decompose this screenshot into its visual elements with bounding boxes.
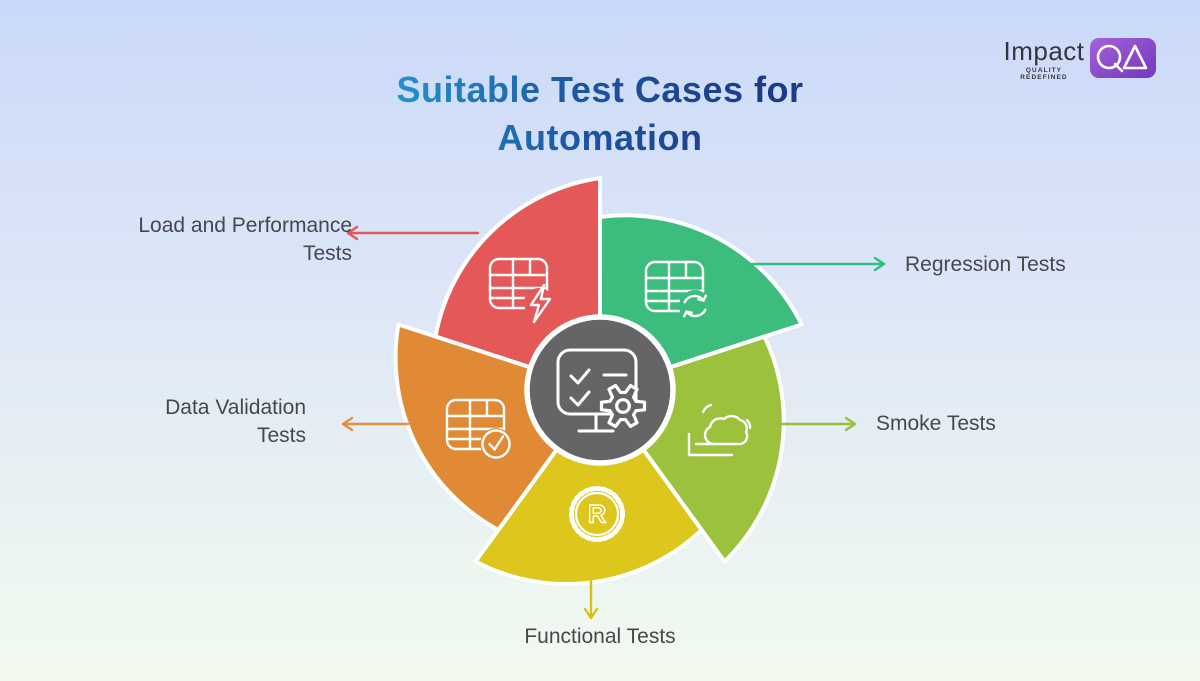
arrowhead-load-performance	[346, 225, 359, 241]
page-title: Suitable Test Cases for Automation	[0, 66, 1200, 162]
arrowhead-data-validation	[341, 416, 354, 432]
r-gear-icon: R	[569, 486, 625, 542]
table-check-icon	[445, 398, 512, 460]
smoke-cloud-icon	[687, 403, 752, 457]
arrowhead-regression	[873, 256, 886, 272]
qa-badge-icon	[1090, 38, 1156, 78]
automation-checklist-gear-icon	[556, 348, 647, 433]
label-functional-tests: Functional Tests	[524, 625, 676, 648]
check-circle-icon	[481, 429, 511, 459]
impactqa-logo: Impact QUALITY REDEFINED	[1002, 36, 1168, 88]
callout-arrows	[341, 225, 886, 620]
arrowhead-smoke	[844, 416, 857, 432]
logo-wordmark: Impact QUALITY REDEFINED	[1002, 36, 1086, 81]
lightning-bolt-icon	[529, 283, 552, 324]
table-refresh-icon	[644, 260, 711, 322]
refresh-arrows-icon	[683, 294, 707, 318]
gear-icon	[599, 383, 647, 429]
page-title-text: Suitable Test Cases for Automation	[397, 66, 804, 162]
logo-brand-text: Impact	[1003, 36, 1085, 66]
arrowhead-functional	[583, 607, 599, 620]
label-regression-tests: Regression Tests	[905, 253, 1066, 276]
label-smoke-tests: Smoke Tests	[876, 412, 996, 435]
qa-badge-letters	[1096, 44, 1148, 73]
table-lightning-icon	[488, 257, 554, 324]
r-letter: R	[588, 501, 606, 529]
label-data-validation-tests: Data Validation Tests	[165, 396, 306, 447]
center-hub-circle	[524, 314, 676, 466]
label-load-performance-tests: Load and Performance Tests	[138, 214, 352, 265]
petal-functional	[473, 388, 704, 586]
logo-tagline-text: QUALITY REDEFINED	[1020, 67, 1068, 81]
